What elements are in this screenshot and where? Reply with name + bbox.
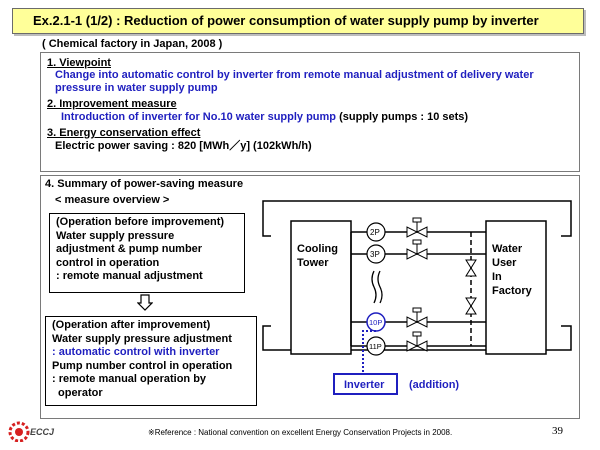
- pump-11p-icon: [366, 336, 386, 356]
- eccj-logo-icon: [8, 421, 30, 442]
- valve-icons: [406, 217, 477, 352]
- measure-overview-label: < measure overview >: [55, 194, 170, 206]
- page-number: 39: [552, 425, 563, 437]
- before-improvement-box: (Operation before improvement) Water sup…: [49, 213, 245, 293]
- improvement-text: Introduction of inverter for No.10 water…: [61, 111, 337, 123]
- tower-label-1: Cooling: [297, 243, 338, 255]
- energy-text: Electric power saving : 820 [MWh／y] (102…: [55, 140, 312, 152]
- after-improvement-box: (Operation after improvement) Water supp…: [45, 316, 257, 406]
- pump-3p-icon: [366, 244, 386, 264]
- before-line-2: Water supply pressure: [56, 229, 175, 242]
- after-line-6: operator: [58, 386, 103, 399]
- summary-box: 4. Summary of power-saving measure < mea…: [40, 175, 580, 419]
- footer-reference: ※Reference : National convention on exce…: [148, 428, 453, 437]
- user-label-2: User: [492, 257, 517, 269]
- viewpoint-text-1: Change into automatic control by inverte…: [55, 69, 534, 81]
- after-line-3: : automatic control with inverter: [52, 346, 220, 358]
- cooling-tower-box: [290, 220, 352, 355]
- slide-title: Ex.2.1-1 (1/2) : Reduction of power cons…: [12, 8, 584, 34]
- inverter-label: Inverter: [344, 379, 385, 391]
- eccj-logo-text: ECCJ: [30, 427, 55, 437]
- inverter-box: [333, 373, 398, 395]
- summary-heading: 4. Summary of power-saving measure: [45, 178, 244, 190]
- user-label-1: Water: [492, 243, 523, 255]
- after-title: (Operation after improvement): [52, 319, 211, 331]
- after-line-5: : remote manual operation by: [52, 373, 207, 385]
- pump-10p-label: 10P: [369, 318, 382, 327]
- addition-label: (addition): [409, 379, 459, 391]
- viewpoint-text-2: pressure in water supply pump: [55, 82, 218, 94]
- user-label-4: Factory: [492, 285, 533, 297]
- water-user-box: [485, 220, 547, 355]
- pump-2p-icon: [366, 222, 386, 242]
- before-line-3: adjustment & pump number: [56, 243, 203, 255]
- pump-system-diagram: Cooling Tower Water User In Factory 2P 3…: [262, 200, 572, 395]
- after-line-4: Pump number control in operation: [52, 359, 233, 372]
- before-title: (Operation before improvement): [56, 216, 225, 228]
- pump-2p-label: 2P: [370, 228, 380, 237]
- viewpoint-heading: 1. Viewpoint: [47, 57, 111, 69]
- energy-heading: 3. Energy conservation effect: [47, 127, 201, 139]
- improvement-line: Introduction of inverter for No.10 water…: [47, 110, 573, 124]
- before-line-4: control in operation: [56, 256, 160, 269]
- down-arrow-icon: [137, 294, 153, 311]
- user-label-3: In: [492, 271, 502, 283]
- improvement-note: (supply pumps : 10 sets): [339, 111, 469, 123]
- slide-subtitle: ( Chemical factory in Japan, 2008 ): [42, 38, 223, 50]
- pump-3p-label: 3P: [370, 250, 380, 259]
- pump-11p-label: 11P: [369, 342, 382, 351]
- after-line-2: Water supply pressure adjustment: [52, 332, 232, 345]
- improvement-heading: 2. Improvement measure: [47, 98, 177, 110]
- before-line-5: : remote manual adjustment: [56, 270, 203, 282]
- tower-label-2: Tower: [297, 257, 329, 269]
- overview-box: 1. Viewpoint Change into automatic contr…: [40, 52, 580, 172]
